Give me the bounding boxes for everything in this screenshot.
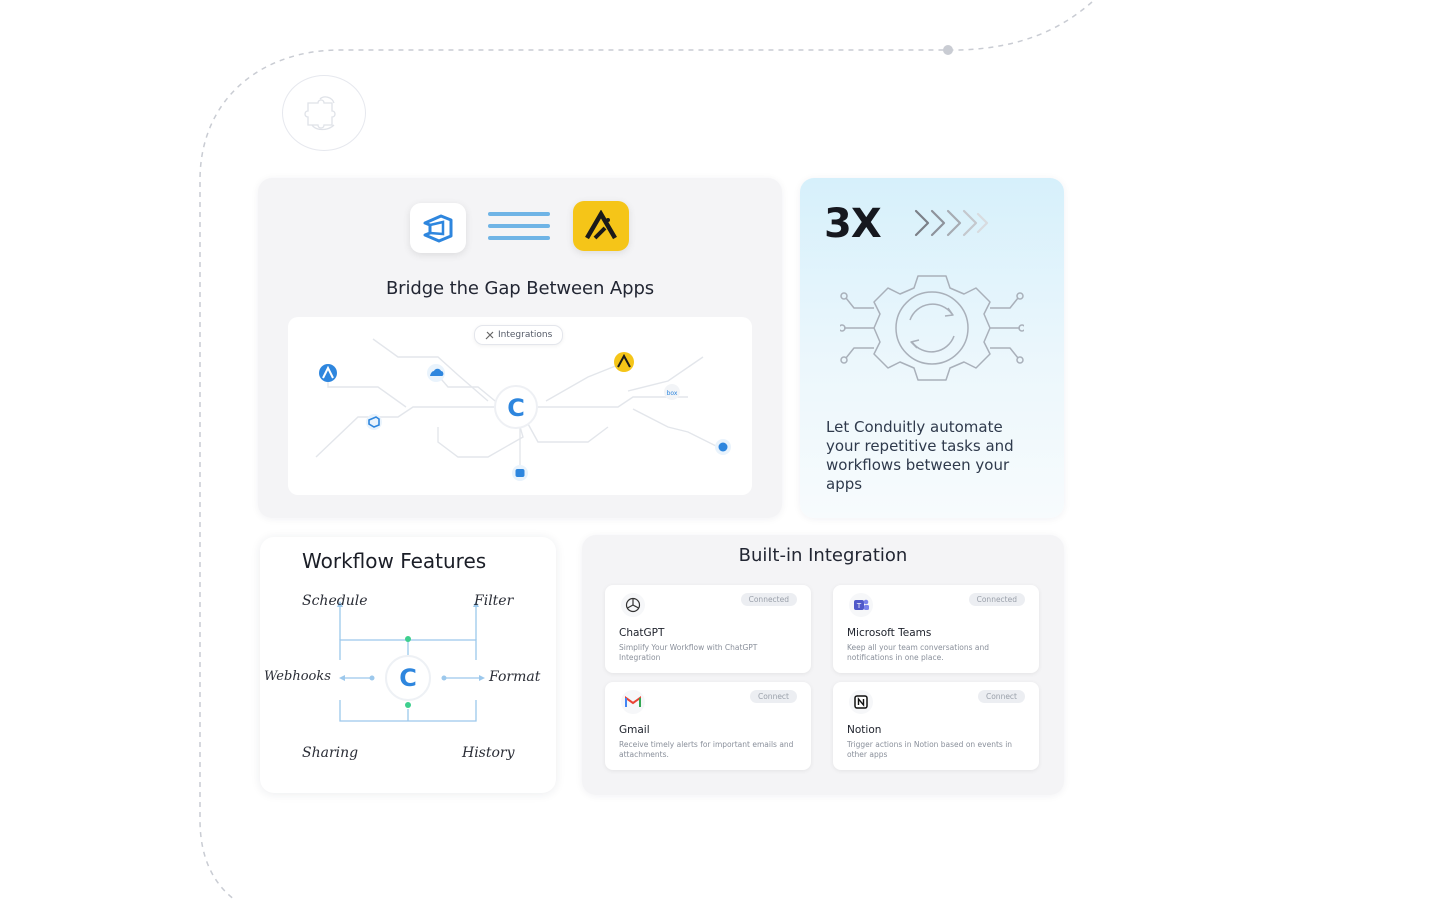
automation-gear-icon <box>840 275 1024 381</box>
conduitly-center-logo: C <box>501 393 531 423</box>
azure-devops-icon <box>423 214 453 243</box>
feature-sharing[interactable]: Sharing <box>302 745 359 761</box>
builtin-title: Built-in Integration <box>738 545 908 566</box>
puzzle-hub-circle <box>282 75 366 151</box>
yellow-app-icon <box>585 210 617 240</box>
workflow-center-logo: C <box>393 663 423 693</box>
center-logo-letter: C <box>507 394 525 422</box>
azure-devops-tile[interactable] <box>410 203 466 253</box>
teams-description: Keep all your team conversations and not… <box>847 643 990 662</box>
feature-history[interactable]: History <box>462 745 515 761</box>
feature-format[interactable]: Format <box>489 669 541 685</box>
notion-name: Notion <box>847 724 882 736</box>
teams-status[interactable]: Connected <box>968 593 1025 606</box>
puzzle-icon <box>304 96 336 131</box>
notion-description: Trigger actions in Notion based on event… <box>847 740 1013 759</box>
chatgpt-status[interactable]: Connected <box>740 593 797 606</box>
stat-description: Let Conduitly automate your repetitive t… <box>826 418 1014 493</box>
chatgpt-icon <box>621 593 645 617</box>
stat-card: 3X Let Conduitly automate your repetitiv… <box>800 178 1064 518</box>
builtin-integration-card: Built-in Integration Connected ChatGPT S… <box>582 535 1064 795</box>
stat-big-text: 3X <box>824 201 882 247</box>
gmail-description: Receive timely alerts for important emai… <box>619 740 794 759</box>
chatgpt-name: ChatGPT <box>619 627 665 639</box>
workflow-diagram <box>337 601 485 722</box>
bridge-connector-lines <box>488 212 552 242</box>
gmail-status[interactable]: Connect <box>749 690 797 703</box>
chatgpt-description: Simplify Your Workflow with ChatGPT Inte… <box>619 643 758 662</box>
feature-schedule[interactable]: Schedule <box>302 593 368 609</box>
integrations-network: box <box>315 338 731 481</box>
integrations-chip[interactable]: Integrations <box>474 325 564 345</box>
workflow-logo-letter: C <box>399 664 417 692</box>
feature-webhooks[interactable]: Webhooks <box>264 669 331 684</box>
teams-icon: T <box>849 593 873 617</box>
integration-gmail[interactable]: Connect Gmail Receive timely alerts for … <box>605 682 811 770</box>
svg-text:T: T <box>856 602 862 610</box>
integration-chatgpt[interactable]: Connected ChatGPT Simplify Your Workflow… <box>605 585 811 673</box>
integrations-label: Integrations <box>498 330 553 340</box>
integration-notion[interactable]: Connect Notion Trigger actions in Notion… <box>833 682 1039 770</box>
workflow-card: Workflow Features C Schedule Filte <box>260 537 556 793</box>
feature-filter[interactable]: Filter <box>474 593 514 609</box>
integration-microsoft-teams[interactable]: T Connected Microsoft Teams Keep all you… <box>833 585 1039 673</box>
tools-icon <box>485 331 494 339</box>
bridge-card: Bridge the Gap Between Apps <box>258 178 782 518</box>
gmail-icon <box>621 690 645 714</box>
notion-status[interactable]: Connect <box>977 690 1025 703</box>
gmail-name: Gmail <box>619 724 650 736</box>
yellow-app-tile[interactable] <box>573 201 629 251</box>
chevrons-right-icon <box>914 209 989 237</box>
integrations-panel: box Integrations C <box>288 317 752 495</box>
workflow-title: Workflow Features <box>302 549 487 573</box>
bridge-title: Bridge the Gap Between Apps <box>385 278 655 299</box>
teams-name: Microsoft Teams <box>847 627 932 639</box>
svg-text:box: box <box>667 390 678 397</box>
notion-icon <box>849 690 873 714</box>
